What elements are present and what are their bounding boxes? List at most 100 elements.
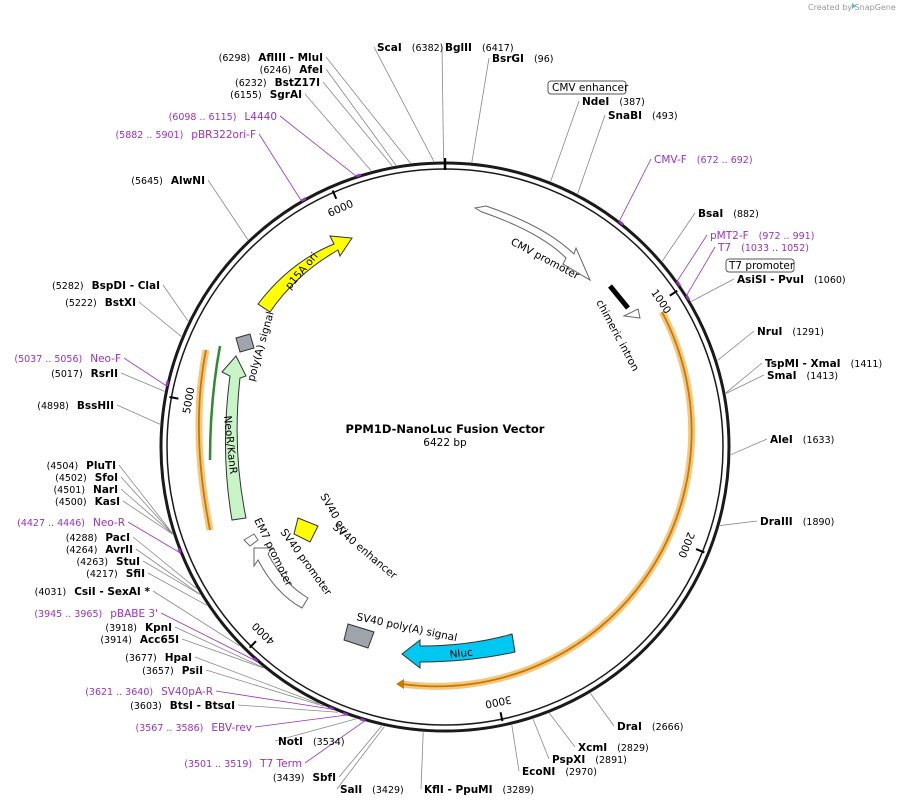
site-label[interactable]: ScaI(6382) [377, 42, 443, 54]
site-label[interactable]: AsiSI - PvuI(1060) [737, 274, 846, 286]
site-label[interactable]: (5645)AlwNI [131, 175, 205, 187]
site-label[interactable]: PspXI(2891) [552, 754, 627, 766]
site-position: (3677) [125, 653, 157, 664]
site-label[interactable]: (6232)BstZ17I [235, 77, 320, 89]
snapgene-logo-icon [852, 3, 856, 9]
site-position: (4288) [66, 533, 98, 544]
site-label[interactable]: BsrGI(96) [492, 53, 553, 65]
site-position: (3439) [273, 773, 305, 784]
site-label[interactable]: DraIII (1890) [760, 516, 834, 528]
site-label[interactable]: (4031)CsiI - SexAI * [35, 586, 151, 598]
site-label[interactable]: (6298)AflIII - MluI [219, 52, 323, 64]
site-name: DraIII [760, 516, 793, 528]
site-name: SbfI [312, 772, 336, 784]
primer-name: EBV-rev [211, 722, 252, 734]
site-label[interactable]: (4504)PluTI [47, 460, 116, 472]
primer-label[interactable]: (5882 .. 5901)pBR322ori-F [115, 129, 256, 141]
site-label[interactable]: (5017)RsrII [51, 368, 118, 380]
site-leader [719, 520, 758, 526]
site-label[interactable]: (5222)BstXI [65, 297, 136, 309]
site-label[interactable]: (3657)PsiI [142, 665, 203, 677]
site-leader [661, 212, 696, 262]
primer-leader [279, 115, 357, 177]
site-name: BsaI [698, 208, 723, 220]
site-position: (1890) [803, 517, 835, 528]
site-position: (6246) [260, 65, 292, 76]
site-label[interactable]: BsaI(882) [698, 208, 759, 220]
site-position: (5645) [131, 176, 163, 187]
site-label[interactable]: (4501)NarI [53, 484, 118, 496]
site-label[interactable]: AleI(1633) [770, 434, 834, 446]
site-leader [373, 46, 435, 162]
site-leader [122, 500, 173, 535]
primer-label[interactable]: (4427 .. 4446)Neo-R [17, 517, 125, 529]
site-label[interactable]: (4500)KasI [55, 496, 120, 508]
site-label[interactable]: NotI(3534) [278, 736, 345, 748]
site-label[interactable]: NdeI(387) [582, 96, 645, 108]
primer-name: T7 Term [259, 758, 302, 770]
site-label[interactable]: KflI - PpuMI(3289) [424, 784, 534, 796]
label-sv40-enhancer: SV40 enhancer [330, 521, 399, 582]
primer-name: pBABE 3' [110, 608, 158, 620]
site-label[interactable]: DraI(2666) [617, 721, 683, 733]
site-label[interactable]: (4502)SfoI [55, 472, 118, 484]
site-leader [152, 590, 240, 647]
site-label[interactable]: (3918)KpnI [105, 622, 172, 634]
primer-label[interactable]: pMT2-F(972 .. 991) [710, 230, 814, 242]
site-leader [194, 656, 320, 705]
site-name: AvrII [105, 544, 133, 556]
site-label[interactable]: (5282)BspDI - ClaI [52, 280, 160, 292]
site-label[interactable]: (4898)BssHII [37, 400, 114, 412]
site-leader [336, 726, 385, 790]
site-leader [118, 464, 173, 534]
site-label[interactable]: (3439) SbfI [273, 772, 336, 784]
site-leader [730, 438, 768, 456]
site-label[interactable]: SalI(3429) [340, 784, 404, 796]
site-position: (3603) [130, 701, 162, 712]
site-name: KasI [95, 496, 120, 508]
label-nluc: Nluc [449, 647, 474, 661]
site-label[interactable]: (3603)BtsI - BtsαI [130, 700, 235, 712]
site-label[interactable]: BglII(6417) [445, 42, 514, 54]
site-leader [120, 476, 173, 534]
site-label[interactable]: SnaBI(493) [608, 110, 678, 122]
site-label[interactable]: EcoNI(2970) [522, 766, 597, 778]
tick-label: 6000 [326, 198, 355, 220]
site-label[interactable]: XcmI(2829) [578, 742, 649, 754]
site-name: NruI [757, 326, 782, 338]
site-label[interactable]: (4288)PacI [66, 532, 130, 544]
site-label[interactable]: (3677)HpaI [125, 652, 192, 664]
primer-label[interactable]: (3621 .. 3640)SV40pA-R [85, 686, 213, 698]
site-position: (2970) [565, 767, 597, 778]
bp-ticks [169, 190, 705, 722]
site-name: NarI [93, 484, 118, 496]
primer-label[interactable]: (5037 .. 5056)Neo-F [14, 353, 121, 365]
site-position: (2666) [652, 722, 684, 733]
site-label[interactable]: (6155)SgrAI [230, 89, 302, 101]
site-label[interactable]: (4264)AvrII [66, 544, 133, 556]
primer-label[interactable]: T7(1033 .. 1052) [717, 242, 809, 254]
site-name: BspDI - ClaI [92, 280, 160, 292]
t7-promoter-arrow [622, 308, 641, 319]
primer-label[interactable]: (3501 .. 3519)T7 Term [184, 758, 302, 770]
tick-label: 2000 [675, 530, 696, 559]
site-position: (4263) [76, 557, 108, 568]
site-label[interactable]: (4263)StuI [76, 556, 140, 568]
primer-label[interactable]: (3945 .. 3965) pBABE 3' [34, 608, 158, 620]
site-label[interactable]: SmaI(1413) [767, 370, 838, 382]
site-label[interactable]: (3914)Acc65I [100, 634, 179, 646]
primer-name: SV40pA-R [161, 686, 213, 698]
site-position: (6382) [412, 43, 444, 54]
site-label[interactable]: (6246)AfeI [260, 64, 323, 76]
primer-label[interactable]: (6098 .. 6115)L4440 [169, 111, 277, 123]
site-label[interactable]: TspMI - XmaI(1411) [765, 358, 882, 370]
site-name: SfoI [95, 472, 118, 484]
primer-label[interactable]: (3567 .. 3586)EBV-rev [136, 722, 253, 734]
site-label[interactable]: NruI(1291) [757, 326, 824, 338]
primer-label[interactable]: CMV-F(672 .. 692) [654, 154, 753, 166]
site-position: (2891) [595, 755, 627, 766]
primer-leader [160, 612, 258, 662]
site-label[interactable]: (4217)SfiI [86, 568, 145, 580]
primer-leader [304, 720, 366, 764]
primer-position: (3945 .. 3965) [34, 609, 102, 620]
